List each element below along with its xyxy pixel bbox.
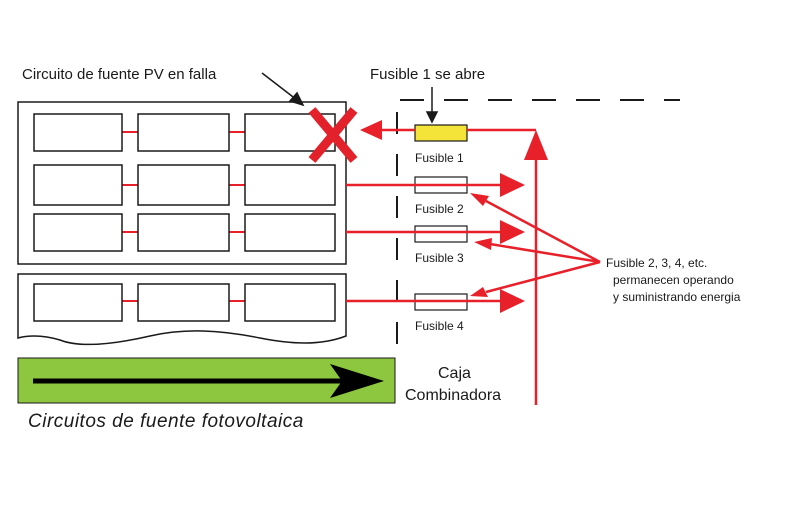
pv-module — [33, 113, 123, 152]
pv-module — [244, 213, 336, 252]
pv-module — [137, 164, 230, 206]
combiner-box-outline — [396, 99, 680, 360]
pv-module — [244, 164, 336, 206]
arrowheads — [360, 120, 548, 313]
pv-module — [137, 113, 230, 152]
fuse1-opens-label: Fusible 1 se abre — [370, 66, 485, 83]
current-flow — [346, 128, 601, 405]
pointer-head-icon — [470, 193, 489, 206]
pv-array-upper — [17, 101, 347, 265]
black-pointers — [261, 72, 439, 124]
arrow-right-icon — [500, 289, 525, 313]
pv-module — [33, 283, 123, 322]
fuse-3-label: Fusible 3 — [415, 251, 464, 265]
pv-array-lower — [17, 273, 347, 346]
pointer-head-icon — [474, 238, 492, 250]
others-label-line1: Fusible 2, 3, 4, etc. — [606, 256, 707, 270]
pv-module — [33, 164, 123, 206]
combiner-box-label-line1: Caja — [438, 365, 471, 382]
pv-circuits-label: Circuitos de fuente fotovoltaica — [28, 411, 304, 432]
others-label-line2: permanecen operando — [613, 273, 734, 287]
pointer-head-icon — [470, 287, 488, 297]
fuse-4-label: Fusible 4 — [415, 319, 464, 333]
arrow-left-icon — [360, 120, 382, 140]
fault-x-icon — [308, 107, 358, 163]
pv-direction-bar — [17, 357, 396, 404]
arrow-right-icon — [330, 364, 384, 398]
fuse-3 — [414, 225, 468, 243]
fuse-2-label: Fusible 2 — [415, 202, 464, 216]
others-label-line3: y suministrando energia — [613, 290, 741, 304]
pv-module — [33, 213, 123, 252]
arrow-up-icon — [524, 130, 548, 160]
pv-module — [137, 283, 230, 322]
fuse-1-open — [414, 124, 468, 142]
arrow-right-icon — [500, 173, 525, 197]
fuse-1-label: Fusible 1 — [415, 151, 464, 165]
pv-module — [137, 213, 230, 252]
pv-module — [244, 283, 336, 322]
combiner-box-label-line2: Combinadora — [405, 387, 501, 404]
failed-circuit-label: Circuito de fuente PV en falla — [22, 66, 217, 83]
arrow-right-icon — [500, 220, 525, 244]
